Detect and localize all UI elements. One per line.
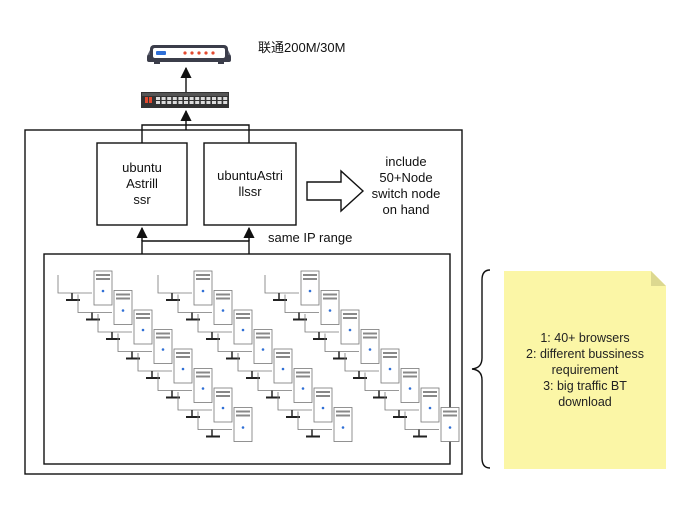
desktop-computer-icon [157,368,213,403]
desktop-computer-icon [197,309,253,345]
desktop-computer-icon [77,290,133,325]
server-1-label: ubuntu Astrill ssr [97,160,187,208]
desktop-computer-icon [364,368,420,403]
sticky-note-text: 1: 40+ browsers 2: different bussiness r… [504,330,666,410]
server-2-line: llssr [238,184,262,199]
client-group-box [43,253,451,465]
router-icon [147,45,231,64]
server-1-line: ssr [133,192,151,207]
server-uplink-connector [141,124,250,143]
network-switch-icon [141,92,229,108]
sticky-note-line: requirement [551,363,619,377]
server-2-label: ubuntuAstri llssr [204,168,296,200]
desktop-computer-icon [177,290,233,325]
desktop-computer-icon [57,270,113,306]
sticky-note-line: download [558,395,612,409]
ip-range-label: same IP range [268,230,353,245]
sticky-note-line: 2: different bussiness [526,347,644,361]
computer-grid [57,270,460,442]
desktop-computer-icon [384,387,440,423]
server-1-line: ubuntu [122,160,162,175]
outer-network-box [24,129,463,475]
desktop-computer-icon [157,270,213,306]
server-2-line: ubuntuAstri [217,168,283,183]
desktop-computer-icon [97,309,153,345]
hollow-right-arrow-icon [306,169,365,213]
curly-brace-icon [471,269,491,469]
server-1-line: Astrill [126,176,158,191]
server-box-1 [96,142,188,226]
server-box-2 [203,142,297,226]
desktop-computer-icon [197,407,253,442]
desktop-computer-icon [404,407,460,442]
sticky-note [504,271,666,469]
isp-bandwidth-label: 联通200M/30M [258,40,346,55]
desktop-computer-icon [277,387,333,423]
desktop-computer-icon [344,348,400,384]
desktop-computer-icon [257,368,313,403]
sticky-note-line: 1: 40+ browsers [540,331,630,345]
sticky-note-fold [651,271,666,286]
desktop-computer-icon [217,329,273,364]
desktop-computer-icon [177,387,233,423]
desktop-computer-icon [324,329,380,364]
include-note-line: include [385,154,427,169]
sticky-note-line: 3: big traffic BT [543,379,627,393]
include-note-line: on hand [382,202,430,217]
desktop-computer-icon [304,309,360,345]
clients-to-servers-connector [141,240,250,254]
include-note-line: 50+Node [379,170,433,185]
desktop-computer-icon [137,348,193,384]
desktop-computer-icon [297,407,353,442]
include-note-line: switch node [371,186,441,201]
include-nodes-note: include 50+Node switch node on hand [366,154,446,218]
desktop-computer-icon [264,270,320,306]
